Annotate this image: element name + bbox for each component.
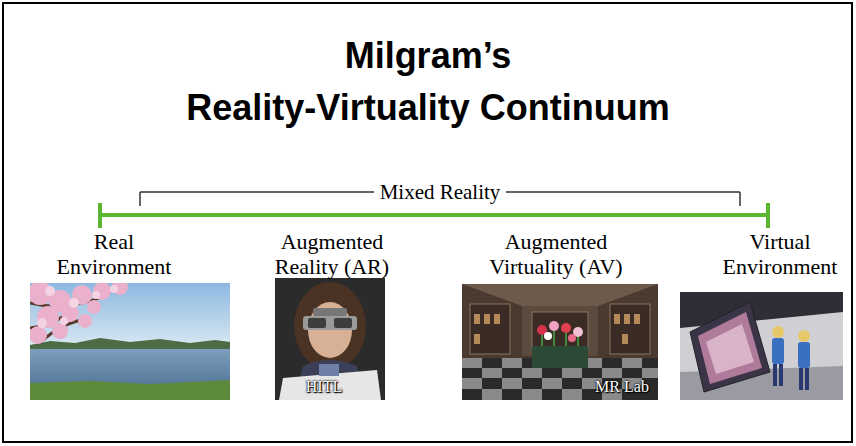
image-caption: HITL xyxy=(306,378,342,396)
text-line: Augmented xyxy=(487,229,625,254)
text-line: Augmented xyxy=(273,229,392,254)
text-line: Virtuality (AV) xyxy=(487,254,625,279)
text-line: Environment xyxy=(55,254,174,279)
augmented-virtuality-image xyxy=(462,284,658,400)
continuum-line xyxy=(100,203,768,228)
category-label: Real Environment xyxy=(55,229,174,279)
virtual-environment-image xyxy=(680,292,843,400)
text-line: Reality-Virtuality Continuum xyxy=(0,82,856,134)
real-environment-photo xyxy=(28,279,230,400)
range-label: Mixed Reality xyxy=(374,180,507,204)
augmented-reality-photo xyxy=(275,278,385,400)
category-label: Augmented Virtuality (AV) xyxy=(487,229,625,279)
text-line: Environment xyxy=(721,254,840,279)
category-label: Augmented Reality (AR) xyxy=(273,229,392,279)
category-label: Virtual Environment xyxy=(721,229,840,279)
text-line: Reality (AR) xyxy=(273,254,392,279)
text-line: Virtual xyxy=(721,229,840,254)
text-line: Real xyxy=(55,229,174,254)
title: Milgram’s Reality-Virtuality Continuum xyxy=(0,30,856,134)
text-line: Milgram’s xyxy=(0,30,856,82)
image-caption: MR Lab xyxy=(595,378,649,396)
